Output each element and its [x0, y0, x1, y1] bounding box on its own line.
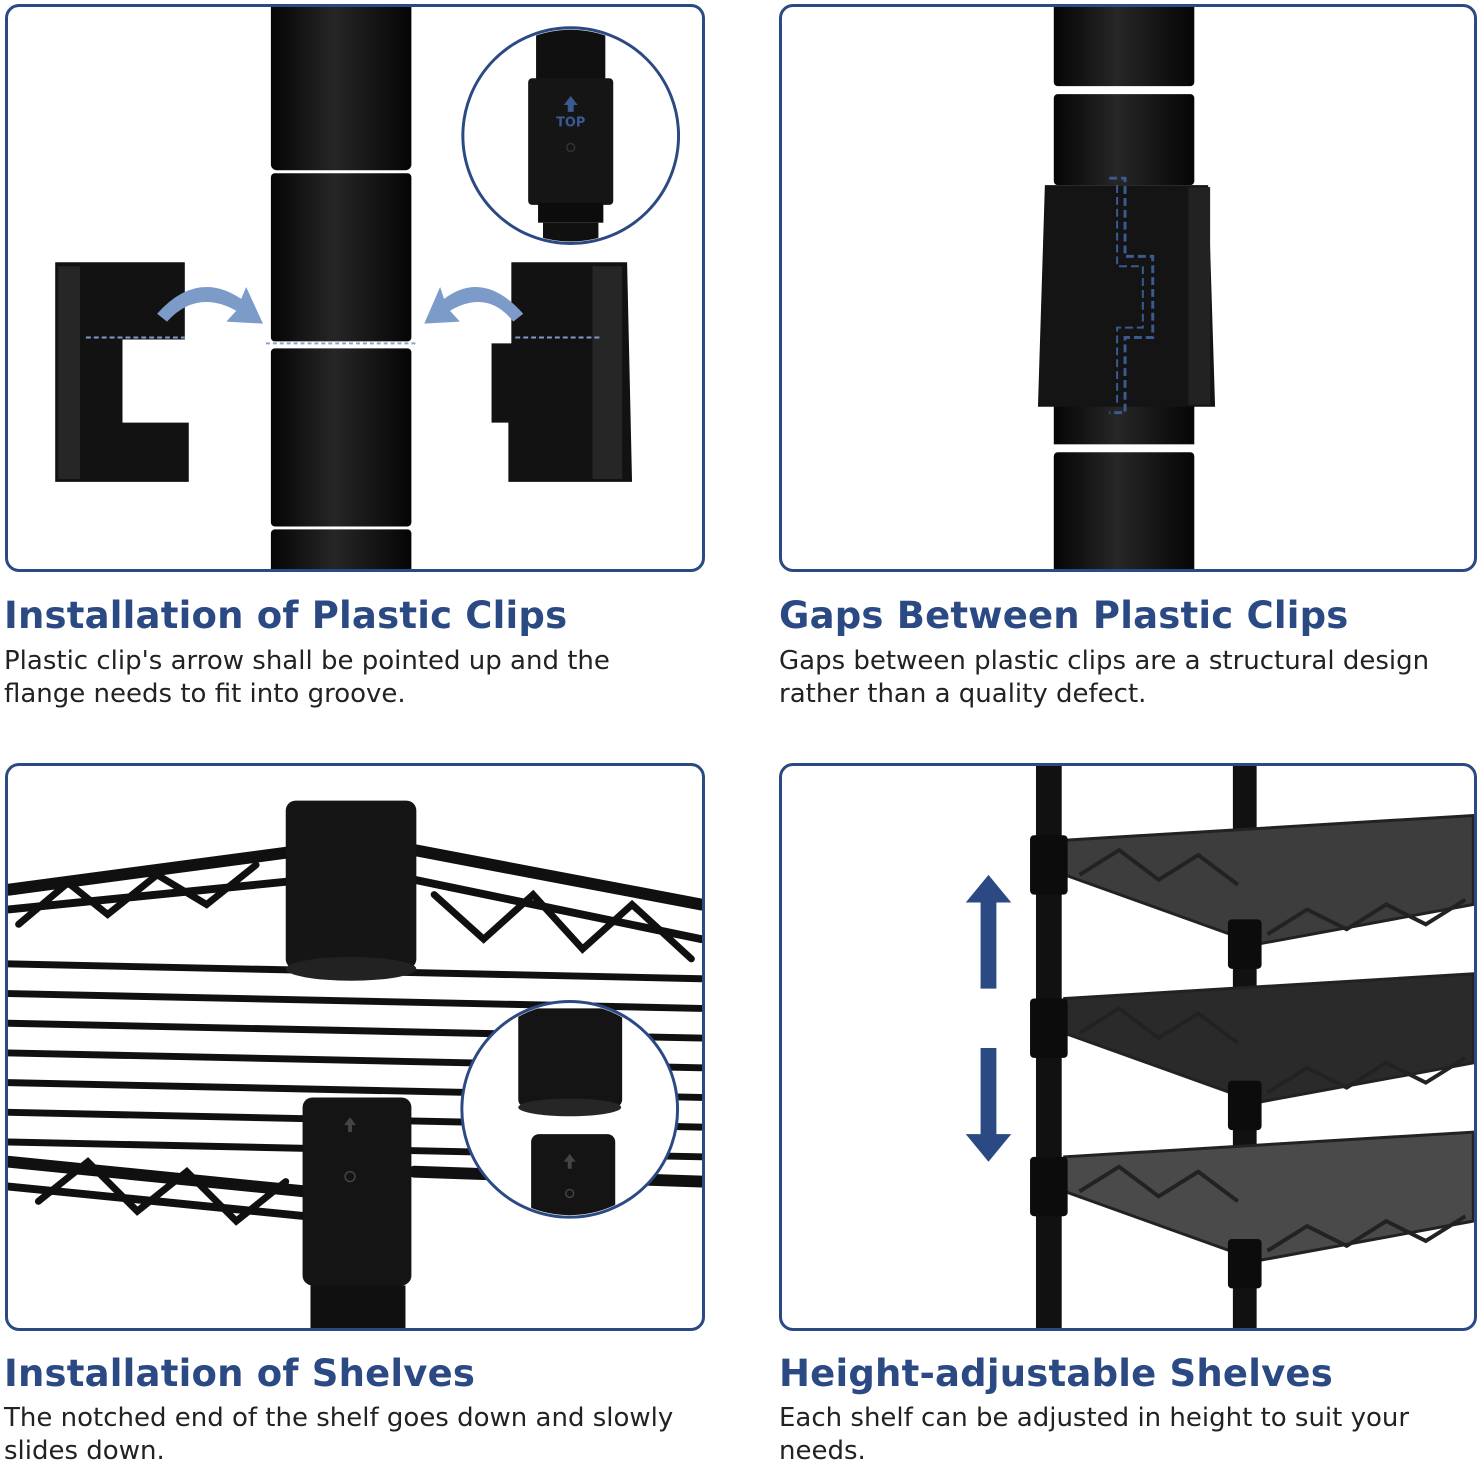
desc-line: flange needs to fit into groove.: [4, 679, 406, 709]
panel-plastic-clips-image: TOP: [5, 4, 705, 572]
desc-line: Plastic clip's arrow shall be pointed up…: [4, 646, 610, 676]
panel-desc-height-adjustable: Each shelf can be adjusted in height to …: [779, 1402, 1409, 1468]
panel-height-adjustable-image: [779, 763, 1477, 1331]
desc-line: needs.: [779, 1436, 866, 1466]
desc-line: Gaps between plastic clips are a structu…: [779, 646, 1430, 676]
shelf-installation-illustration: [8, 800, 702, 1328]
shelf-collar-icon: [1030, 835, 1262, 1289]
clip-gap-illustration: [1037, 7, 1216, 569]
arrow-up-icon: [965, 874, 1012, 989]
wire-shelves-icon: [1063, 813, 1474, 1263]
panel-desc-plastic-clips: Plastic clip's arrow shall be pointed up…: [4, 645, 610, 711]
panel-gaps-image: [779, 4, 1477, 572]
magnifier-circle-icon: TOP: [461, 26, 681, 245]
height-adjustable-illustration: [965, 766, 1474, 1328]
panel-desc-gaps: Gaps between plastic clips are a structu…: [779, 645, 1429, 711]
desc-line: rather than a quality defect.: [779, 679, 1147, 709]
pole-icon: [265, 7, 417, 569]
curved-arrow-left-icon: [157, 287, 263, 324]
panel-desc-shelves: The notched end of the shelf goes down a…: [4, 1402, 673, 1468]
panel-title-height-adjustable: Height-adjustable Shelves: [779, 1352, 1333, 1395]
curved-arrow-right-icon: [424, 287, 524, 324]
lower-collar-icon: [302, 1097, 412, 1328]
shelf-collar-icon: [285, 800, 417, 981]
plastic-clip-illustration: TOP: [55, 7, 681, 569]
left-clip-half-icon: [55, 262, 189, 482]
panel-title-shelves: Installation of Shelves: [4, 1352, 476, 1395]
magnifier-circle-icon: [460, 1000, 680, 1219]
top-label: TOP: [556, 116, 585, 131]
desc-line: slides down.: [4, 1436, 165, 1466]
plastic-clip-icon: [1037, 185, 1216, 407]
panel-title-plastic-clips: Installation of Plastic Clips: [4, 594, 568, 637]
right-clip-half-icon: [491, 262, 633, 482]
panel-shelves-image: [5, 763, 705, 1331]
desc-line: The notched end of the shelf goes down a…: [4, 1403, 674, 1433]
desc-line: Each shelf can be adjusted in height to …: [779, 1403, 1410, 1433]
arrow-down-icon: [965, 1047, 1012, 1162]
gap-outline-icon: [1109, 176, 1155, 415]
pole-icon: [1053, 7, 1195, 569]
panel-title-gaps: Gaps Between Plastic Clips: [779, 594, 1349, 637]
